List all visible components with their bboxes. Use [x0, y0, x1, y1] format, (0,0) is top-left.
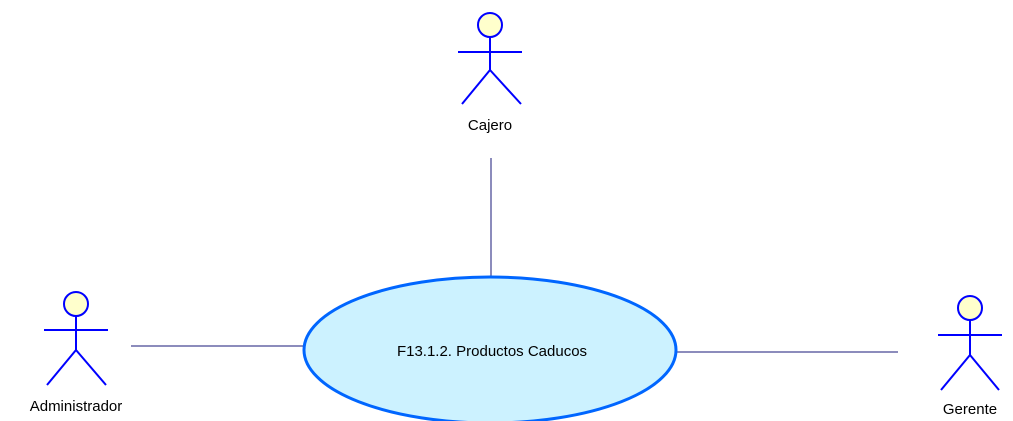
actor-label: Gerente: [943, 401, 997, 418]
actor-administrador[interactable]: Administrador: [30, 291, 123, 415]
actor-icon: [44, 291, 108, 386]
actor-label: Cajero: [468, 117, 512, 134]
actor-label: Administrador: [30, 398, 123, 415]
use-case[interactable]: F13.1.2. Productos Caducos: [302, 275, 678, 421]
use-case-ellipse: [302, 275, 678, 421]
actor-cajero[interactable]: Cajero: [458, 12, 522, 134]
use-case-label: F13.1.2. Productos Caducos: [397, 343, 587, 360]
actor-icon: [938, 295, 1002, 391]
actor-gerente[interactable]: Gerente: [938, 295, 1002, 418]
actor-icon: [458, 12, 522, 105]
